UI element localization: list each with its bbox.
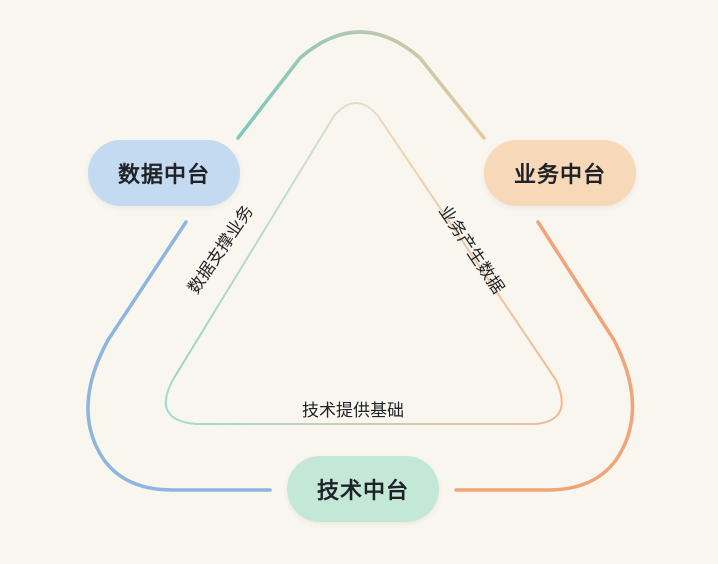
data-platform-label: 数据中台 (117, 163, 210, 188)
outer-right-arc (454, 220, 635, 492)
edge-label-tech-provides-foundation: 技术提供基础 (302, 401, 404, 421)
outer-top-arc (236, 30, 486, 140)
business-platform-node: 业务中台 (484, 140, 636, 206)
inner-right-edge (377, 115, 563, 425)
outer-left-arc (86, 220, 272, 492)
inner-bottom-edge (164, 377, 537, 425)
tech-platform-label: 技术中台 (316, 479, 409, 504)
data-platform-node: 数据中台 (88, 140, 240, 206)
tech-platform-node: 技术中台 (287, 456, 439, 522)
inner-left-edge (173, 102, 379, 379)
business-platform-label: 业务中台 (513, 163, 606, 188)
